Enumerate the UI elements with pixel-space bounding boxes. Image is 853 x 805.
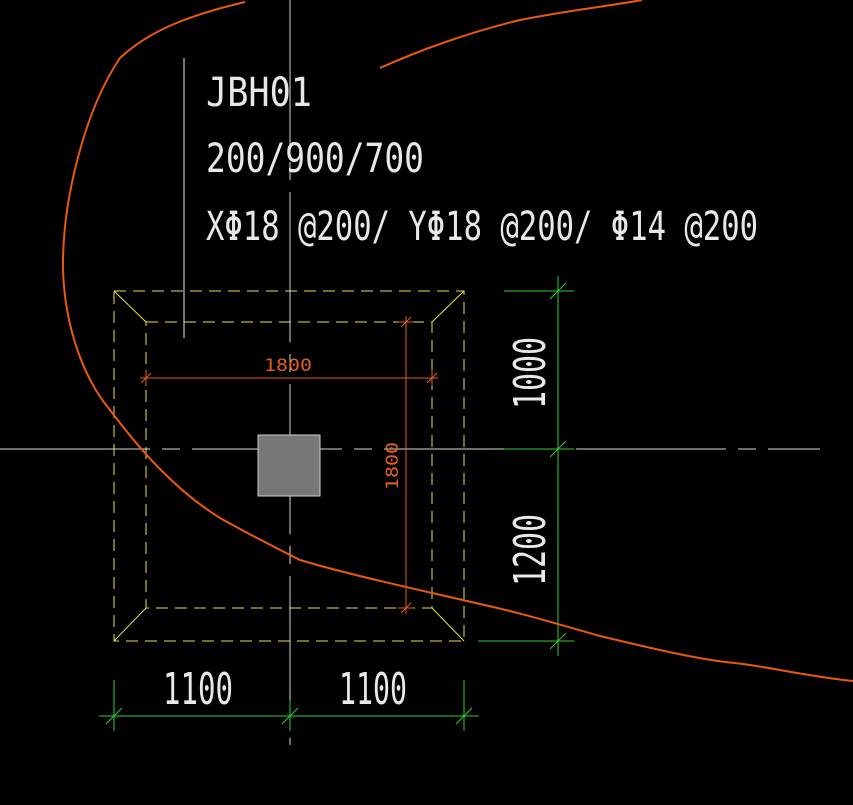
footing-corner-bl — [113, 607, 147, 642]
footing-outer-outline — [113, 290, 465, 642]
footing-inner-outline — [145, 321, 433, 609]
right-tick-bottom — [549, 632, 567, 650]
right-tick-mid — [549, 440, 567, 458]
column — [257, 434, 321, 497]
right-tick-top — [549, 282, 567, 300]
inner-dimensions — [140, 316, 438, 614]
footing-corner-tr — [431, 290, 465, 323]
inner-width-label: 1800 — [264, 356, 312, 376]
footing-annotation: JBH01 200/900/700 XΦ18 @200/ YΦ18 @200/ … — [206, 70, 758, 250]
bottom-tick-left — [105, 707, 123, 725]
bottom-left-label: 1100 — [163, 664, 233, 715]
footing-name: JBH01 — [206, 70, 312, 116]
footing — [113, 290, 465, 642]
inner-width-tick-left — [140, 372, 152, 384]
bottom-right-label: 1100 — [339, 664, 407, 715]
bottom-tick-mid — [281, 707, 299, 725]
footing-corner-br — [431, 607, 465, 642]
inner-width-tick-right — [426, 372, 438, 384]
footing-dims: 200/900/700 — [206, 136, 424, 182]
outer-dimension-labels: 1000 1200 1100 1100 — [163, 337, 556, 715]
axis-lines — [0, 0, 820, 745]
contour-curve-main — [61, 1, 853, 682]
contour-curve-upper — [379, 0, 643, 69]
bottom-tick-right — [455, 707, 473, 725]
footing-corner-tl — [113, 290, 147, 323]
footing-rebar: XΦ18 @200/ YΦ18 @200/ Φ14 @200 — [206, 204, 758, 250]
right-upper-label: 1000 — [505, 337, 556, 409]
right-lower-label: 1200 — [505, 514, 556, 586]
inner-height-label: 1800 — [383, 442, 403, 490]
contour-lines — [61, 0, 853, 682]
inner-height-tick-bottom — [400, 602, 412, 614]
outer-dimensions — [99, 276, 574, 731]
inner-height-tick-top — [400, 316, 412, 328]
